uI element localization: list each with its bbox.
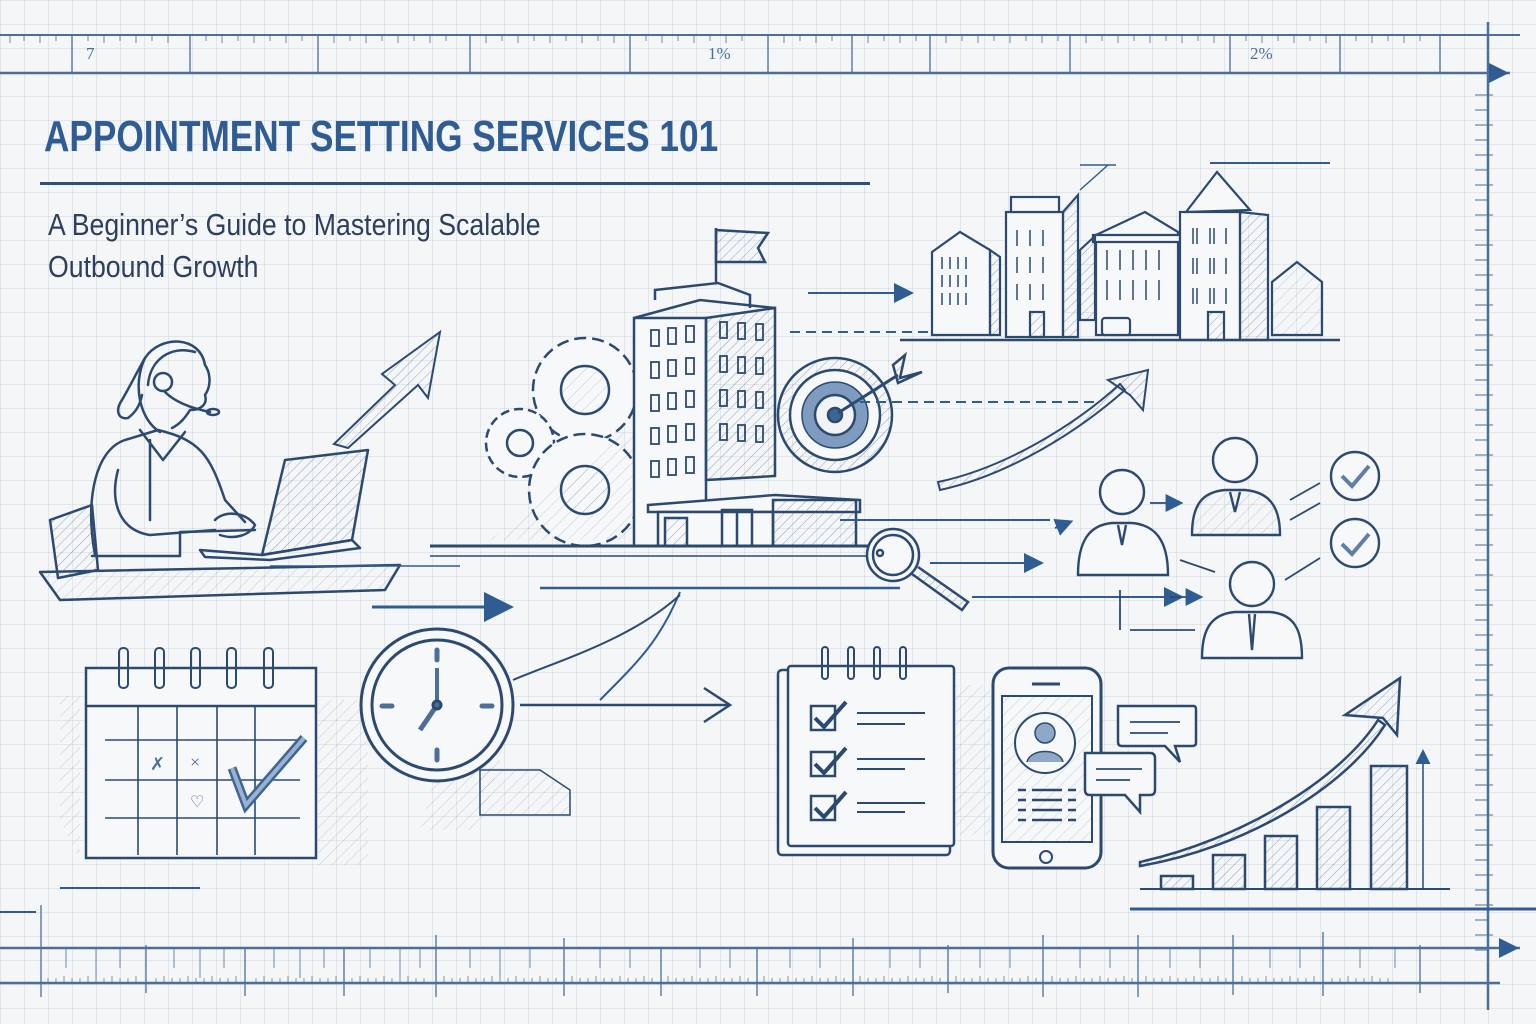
swoosh-arrow-icon bbox=[936, 368, 1150, 492]
page-title: Appointment Setting Services 101 bbox=[44, 112, 719, 161]
people-network-icon bbox=[1053, 436, 1381, 660]
clock-icon bbox=[359, 594, 733, 830]
phone-chat-icon bbox=[991, 666, 1198, 870]
trend-up-arrow-icon bbox=[332, 329, 442, 450]
headset-agent-icon bbox=[38, 340, 402, 602]
ruler-label-1-percent: 1% bbox=[708, 44, 731, 63]
subtitle-line-2: Outbound Growth bbox=[48, 249, 259, 284]
calendar-check-icon: ✗ × ♡ bbox=[60, 647, 368, 865]
checklist-icon bbox=[776, 646, 990, 857]
bar-chart-icon bbox=[1138, 675, 1450, 891]
title-underline bbox=[40, 182, 870, 185]
target-icon bbox=[776, 351, 923, 474]
subtitle-line-1: A Beginner’s Guide to Mastering Scalable bbox=[48, 207, 541, 242]
ruler-label-2-percent: 2% bbox=[1250, 44, 1273, 63]
ruler-label-7: 7 bbox=[86, 44, 95, 63]
page-subtitle: A Beginner’s Guide to Mastering Scalable… bbox=[48, 204, 702, 288]
calendar-mark: ✗ bbox=[150, 754, 165, 774]
svg-text:×: × bbox=[190, 752, 200, 772]
svg-text:♡: ♡ bbox=[190, 794, 204, 811]
building-flag-icon bbox=[430, 228, 900, 557]
bottom-ruler bbox=[0, 887, 1536, 997]
right-ruler bbox=[1475, 94, 1493, 951]
city-icon bbox=[900, 170, 1340, 342]
magnifier-icon bbox=[865, 527, 970, 612]
